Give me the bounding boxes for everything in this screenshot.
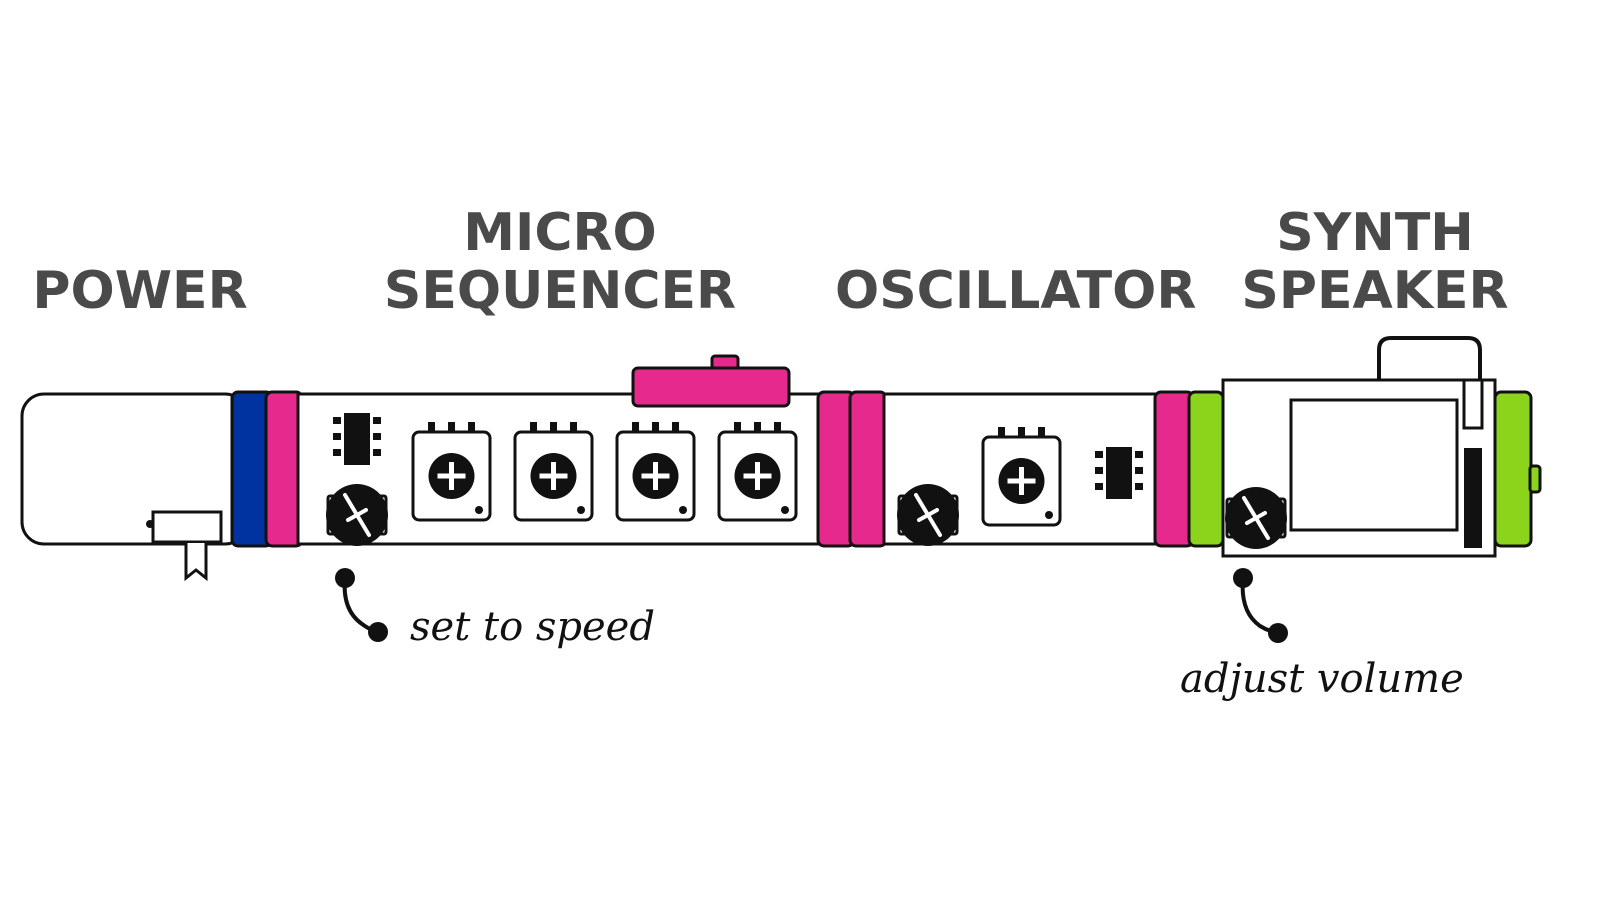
oscillator-speaker-connector: [1153, 390, 1225, 548]
speed-annotation: set to speed: [410, 604, 655, 650]
step-button-2[interactable]: [513, 420, 594, 522]
oscillator-label: OSCILLATOR: [835, 261, 1197, 321]
step-button-1[interactable]: [411, 420, 492, 522]
pitch-knob[interactable]: [895, 482, 961, 548]
synth-speaker-label: SYNTH SPEAKER: [1241, 203, 1509, 321]
volume-knob[interactable]: [1223, 485, 1289, 551]
synth-speaker-module: [1221, 336, 1542, 558]
oscillator-button[interactable]: [981, 425, 1062, 527]
micro-sequencer-label: MICRO SEQUENCER: [383, 203, 737, 321]
power-connector: [230, 390, 304, 548]
volume-annotation: adjust volume: [1180, 656, 1464, 702]
step-button-4[interactable]: [717, 420, 798, 522]
oscillator-module: [882, 392, 1159, 548]
micro-sequencer-module: [296, 354, 824, 548]
volume-leader: [1233, 568, 1288, 643]
speed-knob[interactable]: [324, 482, 390, 548]
sequencer-oscillator-connector: [816, 390, 888, 548]
power-label: POWER: [32, 261, 248, 321]
step-button-3[interactable]: [615, 420, 696, 522]
speed-leader: [335, 568, 388, 642]
power-module: [20, 392, 249, 582]
